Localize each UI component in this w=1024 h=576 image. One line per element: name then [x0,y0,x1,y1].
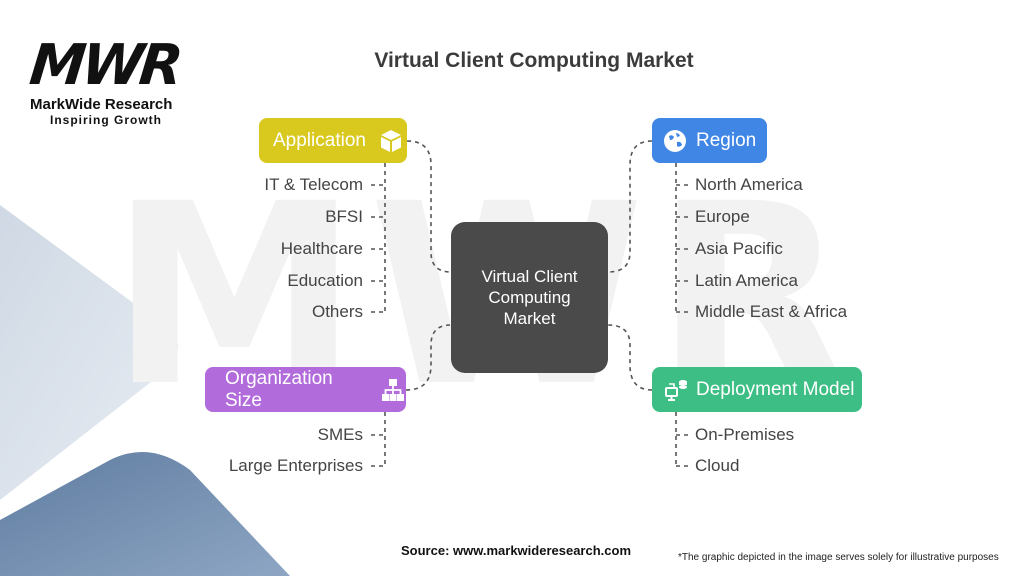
category-label: Organization Size [225,367,333,411]
list-item: Large Enterprises [228,456,363,475]
list-item: Latin America [695,271,798,290]
list-item: Education [287,271,363,290]
category-region: Region [652,118,767,163]
list-item: BFSI [325,207,363,226]
list-item: IT & Telecom [264,175,363,194]
hierarchy-icon [380,377,406,403]
logo: MWR MarkWide Research Inspiring Growth [27,33,195,127]
center-node: Virtual Client Computing Market [451,222,608,373]
connector-organization [405,324,452,391]
source-text: Source: www.markwideresearch.com [401,543,632,558]
server-monitor-icon [664,378,688,402]
list-item: SMEs [317,425,363,444]
logo-name: MarkWide Research [30,96,173,113]
footnote-text: *The graphic depicted in the image serve… [678,552,999,563]
box-icon [378,128,404,154]
list-item: North America [695,175,803,194]
globe-icon [662,128,688,154]
category-organization-size: Organization Size [205,367,406,412]
category-label: Application [273,129,366,151]
category-deployment-model: Deployment Model [652,367,862,412]
connector-application [406,140,452,273]
center-label: Virtual Client Computing Market [481,267,578,328]
list-item: On-Premises [695,425,795,444]
category-application: Application [259,118,407,163]
page-title: Virtual Client Computing Market [374,49,694,72]
list-item: Asia Pacific [695,239,783,258]
category-label: Deployment Model [696,378,855,400]
connector-region [607,140,653,273]
list-item: Cloud [695,456,740,475]
logo-tagline: Inspiring Growth [50,113,162,127]
list-item: Europe [695,207,750,226]
list-item: Healthcare [280,239,363,258]
list-item: Others [311,302,363,321]
connector-deployment [607,324,653,391]
category-label: Region [696,129,757,151]
list-item: Middle East & Africa [695,302,848,321]
